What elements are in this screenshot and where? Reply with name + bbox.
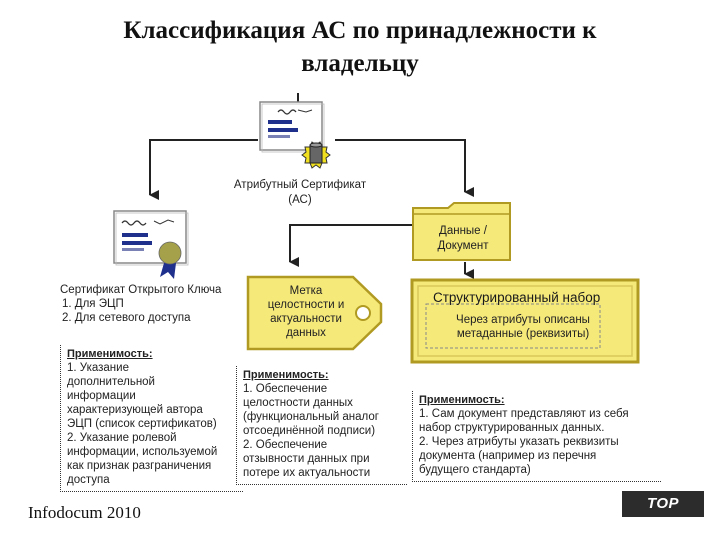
- structured-set-title: Структурированный набор: [433, 290, 601, 305]
- top-cross-logo: TOP CROSS: [622, 491, 704, 538]
- arrow-to-tag: [289, 224, 412, 267]
- applicability-right: Применимость: 1. Сам документ представля…: [412, 391, 661, 482]
- applicability-middle: Применимость: 1. Обеспечение целостности…: [236, 366, 407, 485]
- integrity-tag-label: Метка целостности и актуальности данных: [267, 285, 345, 339]
- public-key-certificate-icon: [113, 210, 189, 279]
- attribute-certificate-icon: [259, 101, 331, 169]
- arrow-to-folder: [335, 139, 474, 197]
- public-key-certificate-text: Сертификат Открытого Ключа 1. Для ЭЦП 2.…: [60, 284, 222, 324]
- page-title: Классификация АС по принадлежности к вла…: [0, 14, 720, 80]
- applicability-left: Применимость: 1. Указание дополнительной…: [60, 345, 243, 492]
- footer-text: Infodocum 2010: [28, 503, 141, 522]
- data-document-label: Данные / Документ: [437, 225, 489, 252]
- data-document-folder-icon: [412, 202, 511, 261]
- structured-set-shape: [410, 278, 640, 364]
- structured-set-description: Через атрибуты описаны метаданные (рекви…: [456, 314, 590, 340]
- arrow-to-key-cert: [149, 139, 258, 200]
- title-line-2: владельцу: [301, 50, 419, 77]
- attribute-certificate-label: Атрибутный Сертификат (АС): [233, 179, 367, 206]
- title-line-1: Классификация АС по принадлежности к: [123, 17, 597, 44]
- integrity-tag-shape: [246, 275, 383, 351]
